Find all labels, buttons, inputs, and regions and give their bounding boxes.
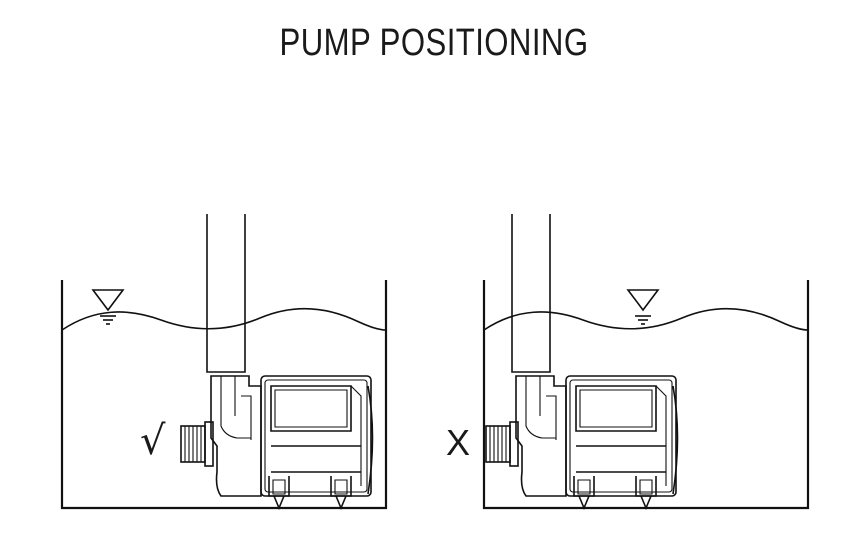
water-surface-right	[483, 307, 809, 331]
tank-left	[60, 280, 388, 510]
water-surface-left	[61, 307, 387, 331]
correct-mark: √	[140, 418, 166, 464]
discharge-pipe-left	[206, 214, 246, 373]
water-level-icon	[627, 289, 659, 325]
diagram-title: PUMP POSITIONING	[279, 22, 589, 64]
panel-correct	[60, 214, 388, 510]
discharge-pipe-right	[511, 214, 551, 373]
pump-left	[180, 375, 374, 509]
incorrect-mark: X	[446, 422, 471, 463]
panel-incorrect	[482, 214, 810, 510]
water-level-icon	[92, 289, 124, 325]
pump-right	[485, 375, 679, 509]
